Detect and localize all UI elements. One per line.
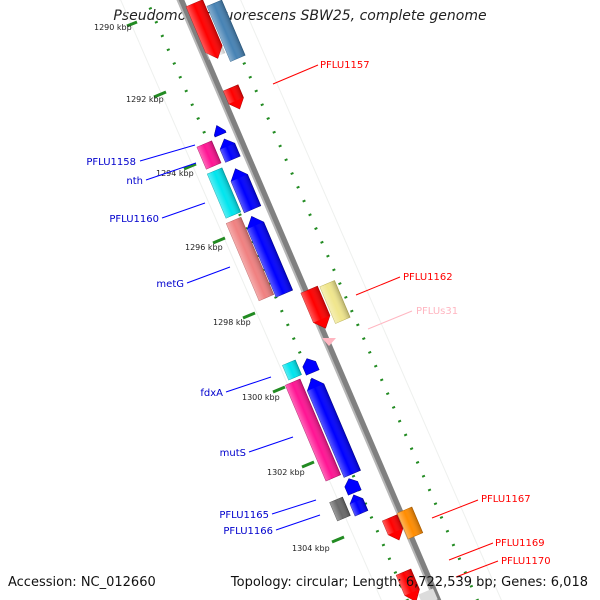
gene-pflu1162 (300, 285, 331, 329)
gene-blue-a (219, 138, 241, 163)
gene-khaki (319, 280, 351, 324)
genome-stats-text: Topology: circular; Length: 6,722,539 bp… (230, 575, 588, 590)
gene-labels: PFLU1157 PFLU1158 nth PFLU1160 metG PFLU… (86, 60, 550, 567)
gene-blue-d (349, 494, 369, 517)
tick-label: 1290 kbp (94, 23, 132, 32)
tick-marks (126, 20, 345, 544)
inner-feature-genes (196, 140, 351, 522)
label-pflu1162: PFLU1162 (403, 272, 453, 283)
gene-pflu1170 (395, 568, 420, 600)
gene-pflu1157 (223, 84, 244, 110)
gene-pflus31 (322, 338, 336, 346)
label-metg: metG (156, 279, 184, 290)
tick-label: 1298 kbp (213, 318, 251, 327)
gene-muts (284, 378, 342, 482)
label-pflus31: PFLUs31 (416, 306, 458, 317)
gene-top-red (185, 0, 226, 61)
gene-metg (225, 216, 275, 302)
outer-guide-ring (240, 0, 502, 600)
reverse-strand-genes (213, 125, 369, 517)
gene-pflu1160 (206, 167, 242, 219)
gene-pflu1158 (196, 140, 222, 170)
gene-bottom-lightgray (418, 588, 438, 600)
label-pflu1158: PFLU1158 (86, 157, 136, 168)
label-fdxa: fdxA (200, 388, 223, 399)
label-pflu1166: PFLU1166 (223, 526, 273, 537)
label-nth: nth (126, 176, 143, 187)
label-pflu1167: PFLU1167 (481, 494, 531, 505)
accession-text: Accession: NC_012660 (8, 575, 156, 590)
rna-genes (319, 280, 438, 600)
tick-label: 1296 kbp (185, 243, 223, 252)
tick-label: 1302 kbp (267, 468, 305, 477)
gene-pflu1166 (329, 496, 351, 522)
gene-blue-fdxa (302, 358, 320, 376)
tick-label: 1294 kbp (156, 169, 194, 178)
gene-blue-c (344, 478, 362, 496)
label-pflu1170: PFLU1170 (501, 556, 551, 567)
gene-blue-metg (246, 215, 294, 298)
gene-blue-b (230, 168, 262, 214)
forward-strand-genes (185, 0, 420, 600)
gene-blue-muts (307, 377, 361, 478)
label-pflu1169: PFLU1169 (495, 538, 545, 549)
label-pflu1165: PFLU1165 (219, 510, 269, 521)
label-pflu1157: PFLU1157 (320, 60, 370, 71)
gene-pflu1169 (396, 506, 424, 540)
tick-label: 1300 kbp (242, 393, 280, 402)
label-pflu1160: PFLU1160 (109, 214, 159, 225)
leader-lines (139, 64, 499, 578)
tick-labels: 1290 kbp 1292 kbp 1294 kbp 1296 kbp 1298… (94, 23, 330, 553)
gene-top-steelblue (206, 0, 246, 62)
gene-pflu1167 (382, 514, 404, 541)
tick-label: 1304 kbp (292, 544, 330, 553)
inner-scale-ring (145, 0, 409, 600)
gene-fdxa (282, 359, 302, 381)
label-muts: mutS (220, 448, 246, 459)
gene-small-blue-a (213, 125, 227, 138)
tick-label: 1292 kbp (126, 95, 164, 104)
